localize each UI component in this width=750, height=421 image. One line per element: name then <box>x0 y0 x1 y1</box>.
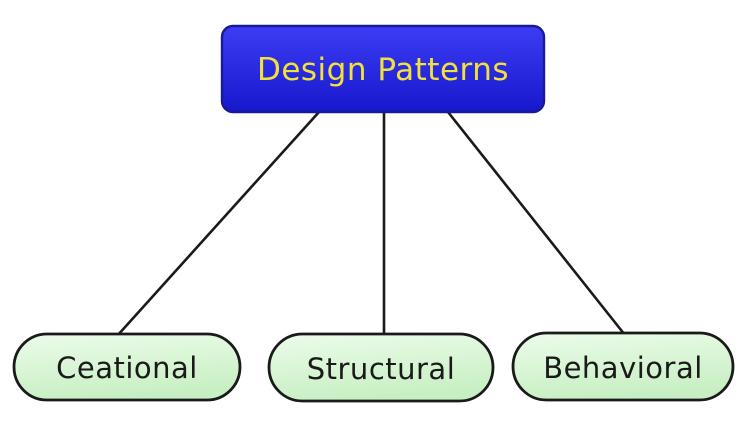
child-node-creational-label: Ceational <box>56 351 198 385</box>
child-node-behavioral-box <box>511 331 735 402</box>
child-node-behavioral-label: Behavioral <box>543 351 703 385</box>
root-node-label: Design Patterns <box>257 52 509 88</box>
child-node-behavioral: Behavioral <box>511 331 735 402</box>
root-node-box <box>220 24 546 114</box>
child-node-creational-box <box>12 332 242 402</box>
connector-lines <box>116 111 627 337</box>
connector-root-to-creational <box>116 111 320 337</box>
connector-root-to-behavioral <box>446 111 627 336</box>
root-node: Design Patterns <box>220 24 546 114</box>
child-node-creational: Ceational <box>12 332 242 402</box>
child-node-structural: Structural <box>267 332 495 403</box>
child-node-structural-label: Structural <box>307 352 456 386</box>
child-node-structural-box <box>267 332 495 403</box>
